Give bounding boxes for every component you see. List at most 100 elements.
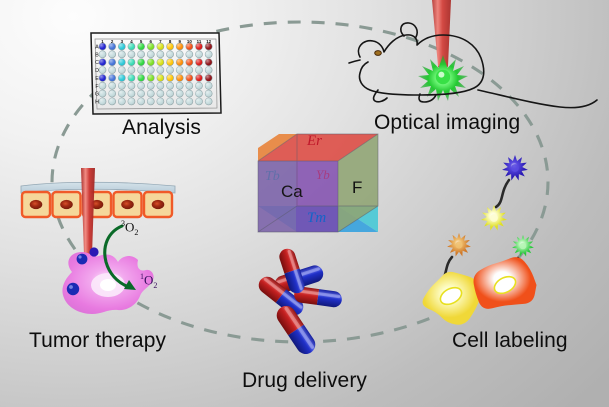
oxygen-triplet-subscript: 2	[134, 227, 139, 237]
skin-cell-nucleus	[90, 199, 104, 210]
microplate-well-shine	[127, 90, 135, 98]
microplate-well-shine	[127, 58, 135, 66]
mouse-illustration	[348, 22, 598, 109]
cube-face-right	[338, 134, 378, 232]
microplate-row-label: D	[95, 68, 99, 74]
microplate-well-shine	[108, 42, 116, 51]
microplate-column-label: 12	[206, 39, 211, 44]
microplate-well-shine	[195, 74, 203, 82]
microplate-well-shine	[156, 42, 164, 51]
microplate-well-shine	[205, 74, 213, 82]
microplate-well-shine	[137, 90, 145, 98]
microplate-well-shine	[195, 66, 203, 74]
microplate-well-shine	[118, 58, 126, 66]
glow-core-highlight	[438, 71, 445, 78]
microplate-well-shine	[127, 97, 135, 105]
mouse-front-leg	[372, 89, 388, 103]
microplate-well-shine	[176, 74, 184, 82]
capsule-half-blue	[316, 289, 342, 308]
cube-left-panel	[258, 161, 296, 232]
microplate-well-shine	[185, 97, 193, 105]
microplate-well-shine	[118, 66, 126, 74]
microplate-row-label: B	[95, 52, 99, 58]
microplate-well-shine	[98, 97, 107, 105]
microplate-well-shine	[176, 90, 184, 98]
microplate-well-shine	[185, 82, 193, 90]
microplate-well-shine	[137, 97, 145, 105]
label-optical-imaging: Optical imaging	[374, 111, 521, 134]
microplate-well-shine	[147, 90, 155, 98]
oxygen-singlet-base: O	[144, 272, 154, 288]
nanoparticle-core	[511, 164, 519, 172]
microplate-column-label: 7	[159, 39, 162, 44]
skin-cell-nucleus	[121, 199, 134, 210]
microplate-well-shine	[137, 82, 145, 90]
microplate-well-shine	[156, 82, 164, 90]
mouse-body-outline	[357, 34, 485, 96]
microplate-well-shine	[98, 42, 107, 51]
mouse-whisker	[348, 59, 361, 64]
microplate-well-shine	[156, 58, 164, 66]
microplate-column-label: 8	[169, 39, 172, 44]
microplate-well-shine	[108, 74, 116, 82]
microplate-well-shine	[195, 50, 203, 58]
microplate-well-shine	[98, 90, 107, 98]
microplate-column-label: 9	[178, 39, 181, 44]
microplate-row-label: F	[95, 84, 98, 90]
microplate-well-shine	[166, 97, 174, 105]
microplate-well-shine	[147, 74, 155, 82]
capsule-highlight	[263, 277, 303, 309]
microplate-well-shine	[147, 42, 155, 51]
microplate-well-shine	[205, 42, 213, 51]
epithelium-membrane	[20, 181, 176, 194]
microplate-well-shine	[118, 82, 126, 90]
microplate-well-shine	[118, 42, 126, 51]
microplate-column-label: 10	[187, 39, 192, 44]
microplate-well-shine	[166, 74, 174, 82]
microplate-well-shine	[156, 66, 164, 74]
microplate-well-shine	[185, 50, 193, 58]
capsule-highlight	[296, 289, 341, 299]
microplate-well-shine	[118, 74, 126, 82]
excitation-laser-beam	[432, 0, 451, 66]
labeled-cell	[473, 257, 537, 309]
microplate-column-label: 2	[111, 39, 114, 44]
mouse-tail	[477, 89, 598, 109]
microplate-well-shine	[166, 82, 174, 90]
nanoparticle-dot	[89, 247, 99, 257]
microplate-well-shine	[147, 50, 155, 58]
microplate-well-shine	[98, 58, 107, 66]
microplate-well-shine	[98, 74, 107, 82]
microplate-row-label: H	[95, 99, 99, 105]
microplate-inner-edge	[94, 38, 218, 110]
microplate-well-shine	[166, 66, 174, 74]
microplate-well-shine	[185, 42, 193, 51]
skin-cell-nucleus	[151, 199, 165, 210]
microplate-well-shine	[176, 58, 184, 66]
microplate-well-shine	[118, 50, 126, 58]
microplate-well-shine	[185, 58, 193, 66]
microplate-column-label: 3	[121, 39, 124, 44]
therapy-laser-beam	[81, 168, 95, 255]
microplate-wells	[98, 42, 213, 106]
microplate-well-shine	[195, 58, 203, 66]
microplate-well-shine	[98, 66, 107, 74]
oxygen-triplet-base: O	[125, 219, 135, 235]
microplate-well-shine	[176, 66, 184, 74]
microplate-well-shine	[137, 74, 145, 82]
microplate-well-shine	[108, 82, 116, 90]
cube-edges	[257, 133, 379, 233]
oxygen-singlet-subscript: 2	[153, 280, 158, 290]
microplate-well-shine	[166, 50, 174, 58]
labeled-nanoparticle	[447, 233, 471, 257]
microplate-well-shine	[127, 50, 135, 58]
tumor-cell-nucleolus	[100, 279, 116, 291]
microplate-well-shine	[108, 50, 116, 58]
microplate-well-shine	[195, 42, 203, 51]
